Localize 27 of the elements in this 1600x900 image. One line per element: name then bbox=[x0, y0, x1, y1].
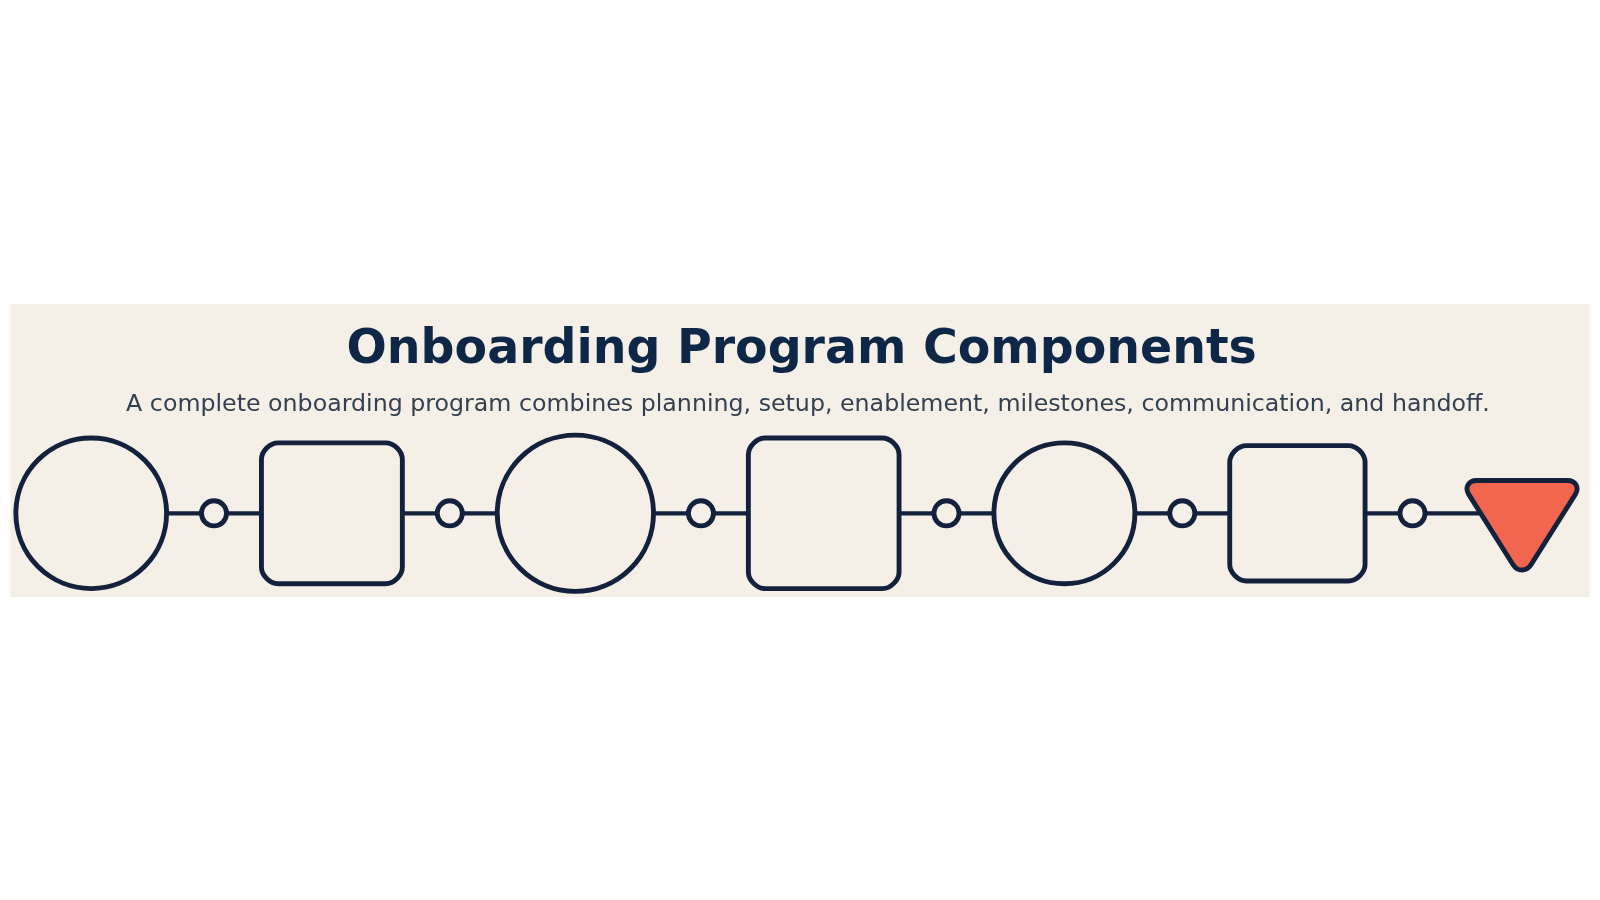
connector bbox=[402, 510, 437, 515]
node-circle bbox=[1397, 497, 1428, 528]
node-box bbox=[745, 435, 902, 591]
node-box bbox=[259, 439, 405, 586]
node-circle bbox=[13, 435, 169, 591]
node-circle bbox=[494, 432, 656, 594]
connector bbox=[959, 510, 994, 515]
diagram-title: Onboarding Program Components bbox=[346, 318, 1257, 374]
node-circle bbox=[991, 439, 1138, 586]
connector bbox=[1194, 510, 1230, 515]
node-circle bbox=[685, 497, 716, 528]
caption: A complete onboarding program combines planning, setup, enablement, milestones, communication, and handoff. bbox=[126, 388, 1490, 417]
connector bbox=[462, 510, 497, 515]
node-picture bbox=[1464, 477, 1580, 572]
node-box bbox=[1227, 442, 1368, 583]
connector bbox=[899, 510, 934, 515]
node-circle bbox=[931, 497, 962, 528]
connector bbox=[226, 510, 262, 515]
connector bbox=[1425, 510, 1481, 515]
connector bbox=[167, 510, 202, 515]
node-circle bbox=[199, 497, 229, 528]
node-circle bbox=[1167, 497, 1198, 528]
connector bbox=[1135, 510, 1170, 515]
connector bbox=[713, 510, 748, 515]
connector bbox=[653, 510, 689, 515]
node-circle bbox=[434, 497, 465, 528]
connector bbox=[1365, 510, 1400, 515]
